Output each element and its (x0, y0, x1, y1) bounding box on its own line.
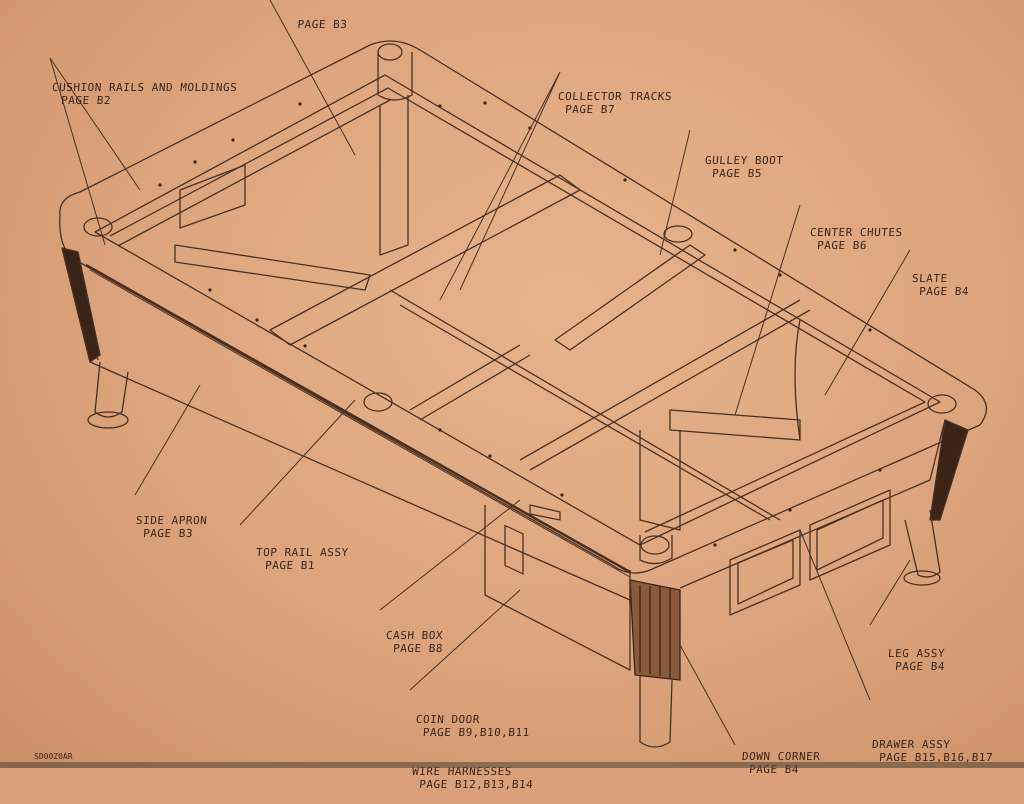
rail-sights (158, 101, 882, 547)
leader-lines (49, 0, 911, 746)
page-edge (0, 762, 1024, 768)
side-apron (61, 247, 631, 601)
legs (87, 361, 941, 748)
end-apron (679, 419, 969, 616)
coin-door-panel (484, 504, 631, 671)
drawing-code: SD00Z0AR (34, 752, 73, 761)
pockets (83, 43, 957, 565)
pool-table-drawing (49, 0, 987, 748)
callout-top-partial: PAGE B3 (297, 18, 348, 31)
slate-edge (794, 319, 801, 441)
collector-tracks (174, 95, 811, 531)
paper-background (0, 0, 1024, 768)
down-corner (629, 579, 681, 681)
